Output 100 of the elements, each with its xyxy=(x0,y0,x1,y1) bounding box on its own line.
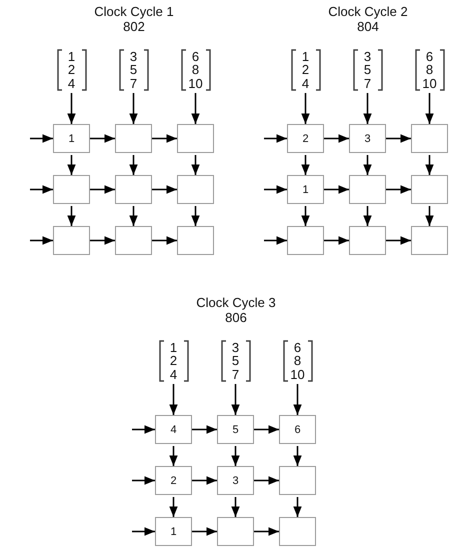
cell-value: 6 xyxy=(294,424,301,436)
processing-cell xyxy=(177,175,214,204)
cell-value: 3 xyxy=(232,474,239,486)
column-vector xyxy=(158,340,188,382)
arrow xyxy=(129,206,138,226)
arrow xyxy=(386,236,411,245)
arrow xyxy=(132,527,155,536)
arrow xyxy=(264,134,287,143)
processing-cell xyxy=(155,415,192,444)
arrow xyxy=(301,93,310,124)
processing-cell xyxy=(217,415,254,444)
cell-value: 1 xyxy=(302,184,309,196)
arrow xyxy=(67,93,76,124)
arrow xyxy=(386,185,411,194)
column-vector xyxy=(352,49,382,91)
arrow xyxy=(264,185,287,194)
processing-cell xyxy=(115,226,152,255)
column-vector xyxy=(282,340,312,382)
cycle-count: 802 xyxy=(123,19,145,34)
arrow xyxy=(90,236,115,245)
processing-cell xyxy=(279,517,316,546)
arrow xyxy=(254,527,279,536)
arrow xyxy=(152,185,177,194)
processing-cell xyxy=(279,415,316,444)
arrow xyxy=(30,134,53,143)
processing-cell xyxy=(115,124,152,153)
processing-cell xyxy=(177,124,214,153)
column-vector xyxy=(180,49,210,91)
vector-values: 1 2 4 xyxy=(170,340,178,382)
arrow xyxy=(132,476,155,485)
arrow xyxy=(293,497,302,517)
processing-cell xyxy=(349,175,386,204)
arrow xyxy=(169,384,178,415)
column-vector xyxy=(118,49,148,91)
processing-cell xyxy=(115,175,152,204)
processing-cell xyxy=(279,466,316,495)
arrow xyxy=(192,527,217,536)
arrow xyxy=(254,425,279,434)
arrow xyxy=(231,446,240,466)
arrow xyxy=(363,93,372,124)
vector-values: 3 5 7 xyxy=(364,50,372,90)
arrow xyxy=(191,155,200,175)
arrow xyxy=(152,236,177,245)
arrow xyxy=(231,384,240,415)
arrow xyxy=(231,497,240,517)
arrow xyxy=(129,93,138,124)
processing-cell xyxy=(411,226,448,255)
processing-cell xyxy=(287,226,324,255)
arrow xyxy=(132,425,155,434)
processing-cell xyxy=(217,466,254,495)
processing-cell xyxy=(287,124,324,153)
arrow xyxy=(425,155,434,175)
processing-cell xyxy=(287,175,324,204)
cell-value: 1 xyxy=(68,132,75,144)
processing-cell xyxy=(53,175,90,204)
arrow xyxy=(90,185,115,194)
vector-values: 3 5 7 xyxy=(130,50,138,90)
arrow xyxy=(324,185,349,194)
column-vector xyxy=(290,49,320,91)
arrow xyxy=(129,155,138,175)
column-vector xyxy=(56,49,86,91)
processing-cell xyxy=(53,226,90,255)
arrow xyxy=(293,446,302,466)
arrow xyxy=(254,476,279,485)
arrow xyxy=(192,476,217,485)
vector-values: 1 2 4 xyxy=(302,50,310,90)
column-vector xyxy=(414,49,444,91)
cycle-title: Clock Cycle 2 xyxy=(328,4,408,19)
arrow xyxy=(67,155,76,175)
arrow xyxy=(152,134,177,143)
column-vector xyxy=(220,340,250,382)
cell-value: 3 xyxy=(364,132,371,144)
arrow xyxy=(30,236,53,245)
processing-cell xyxy=(411,124,448,153)
cell-value: 2 xyxy=(302,132,309,144)
arrow xyxy=(191,93,200,124)
arrow xyxy=(90,134,115,143)
processing-cell xyxy=(349,226,386,255)
arrow xyxy=(425,206,434,226)
processing-cell xyxy=(177,226,214,255)
arrow xyxy=(169,497,178,517)
vector-values: 6 8 10 xyxy=(422,50,437,90)
cell-value: 5 xyxy=(232,424,239,436)
cell-value: 4 xyxy=(170,424,177,436)
arrow xyxy=(301,206,310,226)
vector-values: 1 2 4 xyxy=(68,50,76,90)
arrow xyxy=(386,134,411,143)
arrow xyxy=(192,425,217,434)
arrow xyxy=(191,206,200,226)
arrow xyxy=(324,134,349,143)
arrow xyxy=(264,236,287,245)
processing-cell xyxy=(217,517,254,546)
arrow xyxy=(363,155,372,175)
arrow xyxy=(67,206,76,226)
vector-values: 6 8 10 xyxy=(290,340,305,382)
processing-cell xyxy=(411,175,448,204)
processing-cell xyxy=(349,124,386,153)
processing-cell xyxy=(53,124,90,153)
arrow xyxy=(425,93,434,124)
vector-values: 6 8 10 xyxy=(188,50,203,90)
